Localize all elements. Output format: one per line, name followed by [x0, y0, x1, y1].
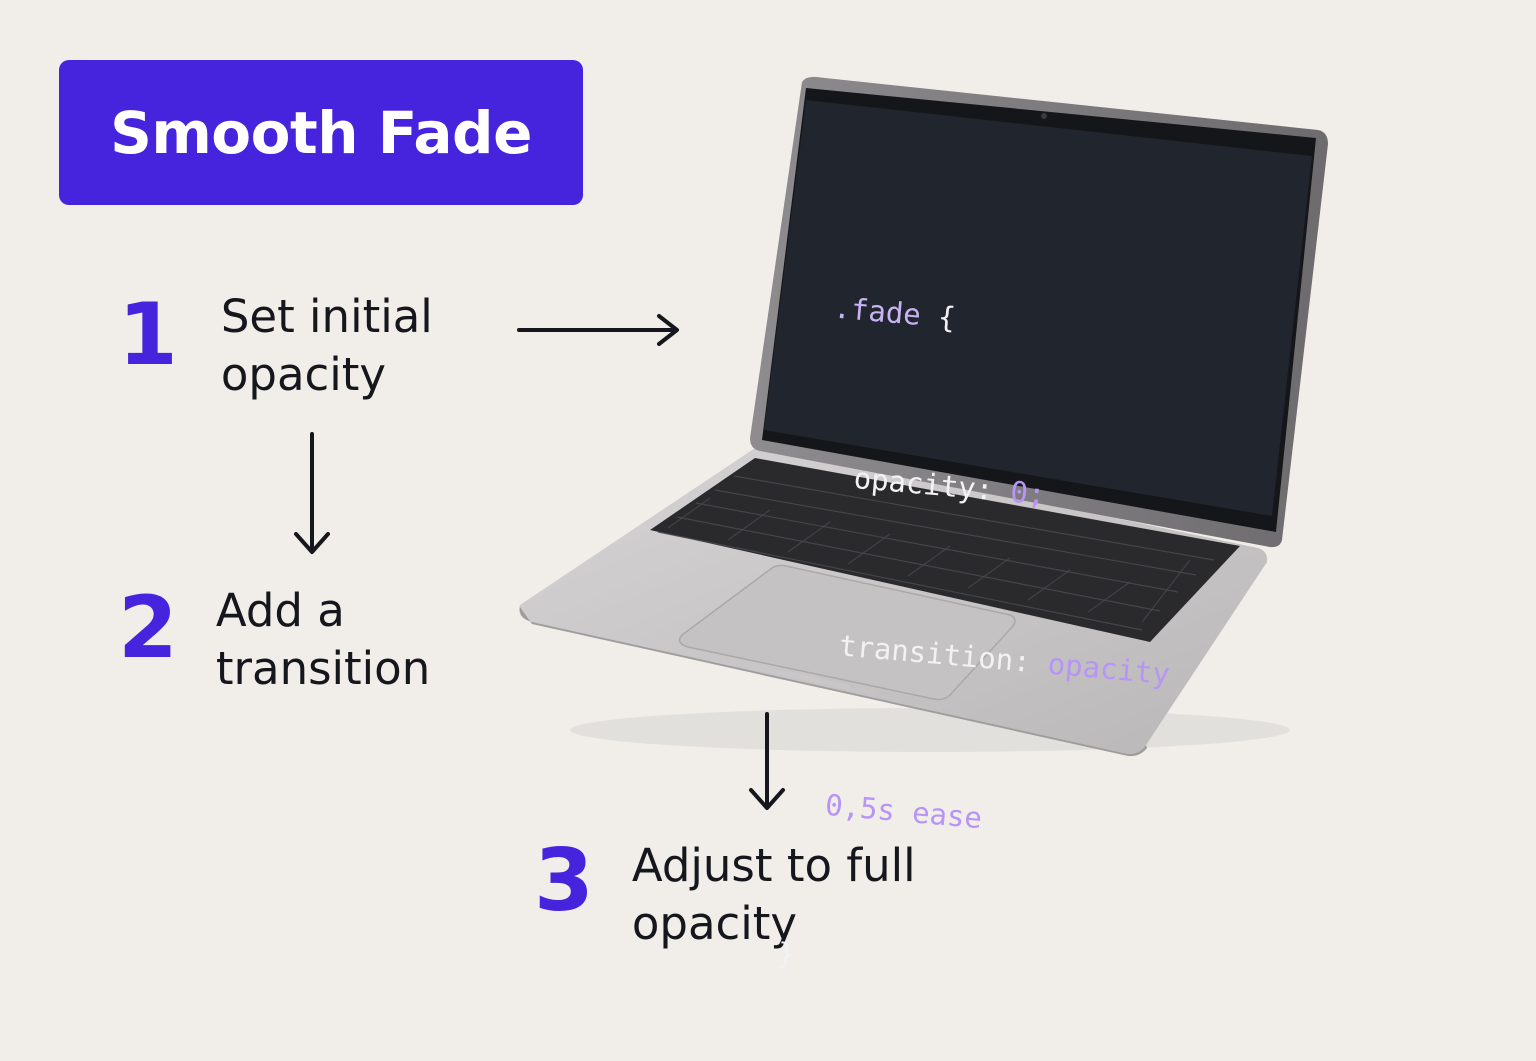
step-label-line: transition	[215, 642, 431, 695]
step-label: Adjust to full opacity	[632, 837, 916, 953]
step-number: 1	[118, 285, 178, 385]
code-value: 0,5s ease	[823, 787, 984, 836]
step-label-line: opacity	[220, 348, 387, 401]
arrow-down-icon	[749, 712, 785, 810]
code-brace: {	[936, 299, 958, 336]
step-number: 2	[118, 578, 178, 678]
step-number: 3	[534, 831, 594, 931]
title-banner: Smooth Fade	[59, 60, 583, 205]
step-label-line: opacity	[631, 897, 798, 950]
step-2: 2 Add a transition	[118, 578, 430, 698]
code-snippet: .fade { opacity: 0; transition: opacity …	[776, 168, 1205, 972]
step-1: 1 Set initial opacity	[118, 285, 433, 404]
code-property: opacity:	[852, 460, 995, 507]
code-value: 0;	[1009, 474, 1047, 512]
code-line: 0,5s ease	[789, 782, 1151, 853]
step-label-line: Set initial	[220, 290, 433, 343]
step-3: 3 Adjust to full opacity	[534, 838, 916, 953]
step-label: Add a transition	[216, 582, 430, 698]
code-line: .fade {	[831, 280, 1195, 367]
code-line: transition: opacity	[802, 614, 1171, 701]
step-label-line: Add a	[215, 584, 345, 637]
code-line: }	[776, 933, 1138, 1004]
arrow-down-icon	[294, 432, 330, 554]
code-selector: .fade	[832, 290, 923, 333]
code-line: opacity: 0;	[817, 447, 1181, 534]
laptop-icon	[519, 76, 1328, 757]
code-property: transition:	[837, 628, 1033, 679]
arrow-right-icon	[517, 314, 679, 346]
page-title: Smooth Fade	[110, 98, 532, 167]
step-label: Set initial opacity	[221, 288, 433, 404]
step-label-line: Adjust to full	[631, 839, 916, 892]
code-brace: }	[775, 936, 797, 972]
code-value: opacity	[1046, 646, 1172, 692]
